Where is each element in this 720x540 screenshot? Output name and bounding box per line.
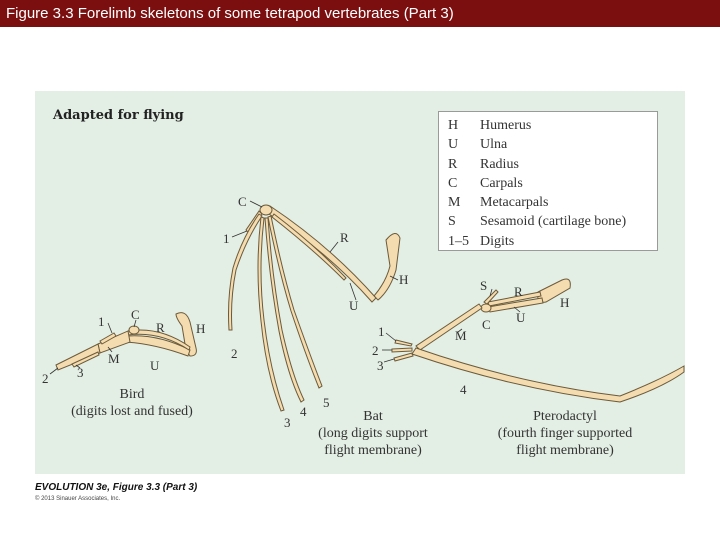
- ptero-label-c: C: [482, 317, 491, 332]
- figure-credit: EVOLUTION 3e, Figure 3.3 (Part 3): [35, 482, 197, 493]
- bird-label-1: 1: [98, 314, 105, 329]
- bird-leader-2: [50, 368, 58, 374]
- ptero-label-h: H: [560, 295, 569, 310]
- ptero-caption-line2: (fourth finger supported: [498, 426, 633, 441]
- bat-caption-line1: Bat: [363, 409, 383, 424]
- bird-leader-1: [108, 323, 112, 333]
- ptero-digit-2-bone: [392, 348, 412, 352]
- ptero-caption-line1: Pterodactyl: [533, 409, 597, 424]
- ptero-label-u: U: [516, 310, 526, 325]
- ptero-digit-4-bone: [412, 348, 684, 402]
- bat-leader-r: [330, 242, 338, 252]
- bat-label-r: R: [340, 230, 349, 245]
- bird-label-3: 3: [77, 365, 84, 380]
- bat-digit-3-bone: [258, 217, 284, 411]
- ptero-leader-1: [386, 333, 396, 341]
- ptero-digit-3-bone: [394, 353, 413, 361]
- copyright-line: © 2013 Sinauer Associates, Inc.: [35, 496, 120, 502]
- bat-humerus-bone: [374, 233, 400, 300]
- bat-label-c: C: [238, 194, 247, 209]
- ptero-label-4: 4: [460, 382, 467, 397]
- bat-label-2: 2: [231, 346, 238, 361]
- bat-label-3: 3: [284, 415, 291, 430]
- ptero-label-s: S: [480, 278, 487, 293]
- bat-leader-c: [250, 201, 262, 207]
- ptero-label-1: 1: [378, 324, 385, 339]
- ptero-leader-3: [384, 359, 394, 362]
- ptero-label-r: R: [514, 284, 523, 299]
- bat-label-4: 4: [300, 404, 307, 419]
- ptero-label-m: M: [455, 328, 467, 343]
- ptero-metacarpal-bone: [416, 304, 482, 350]
- bird-label-c: C: [131, 307, 140, 322]
- bird-ulna-bone: [126, 336, 190, 356]
- ptero-digit-1-bone: [395, 340, 412, 346]
- bat-skeleton: C 1 R H U 2 3 4 5 Bat (long digits suppo…: [223, 194, 428, 458]
- bird-label-m: M: [108, 351, 120, 366]
- bat-label-u: U: [349, 298, 359, 313]
- bird-caption-line2: (digits lost and fused): [71, 404, 193, 419]
- bat-caption-line3: flight membrane): [324, 443, 422, 458]
- bird-label-r: R: [156, 320, 165, 335]
- bird-label-2: 2: [42, 371, 49, 386]
- ptero-caption-line3: flight membrane): [516, 443, 614, 458]
- bird-carpal-bone: [129, 326, 139, 334]
- bat-label-h: H: [399, 272, 408, 287]
- bat-caption-line2: (long digits support: [318, 426, 428, 441]
- ptero-label-2: 2: [372, 343, 379, 358]
- bat-label-1: 1: [223, 231, 230, 246]
- ptero-label-3: 3: [377, 358, 384, 373]
- bird-label-h: H: [196, 321, 205, 336]
- bat-leader-1: [232, 231, 247, 237]
- bird-skeleton: C R H 1 M U 2 3 Bird (digits lost and fu…: [42, 307, 205, 419]
- bird-label-u: U: [150, 358, 160, 373]
- bird-caption-line1: Bird: [120, 387, 145, 402]
- bat-label-5: 5: [323, 395, 330, 410]
